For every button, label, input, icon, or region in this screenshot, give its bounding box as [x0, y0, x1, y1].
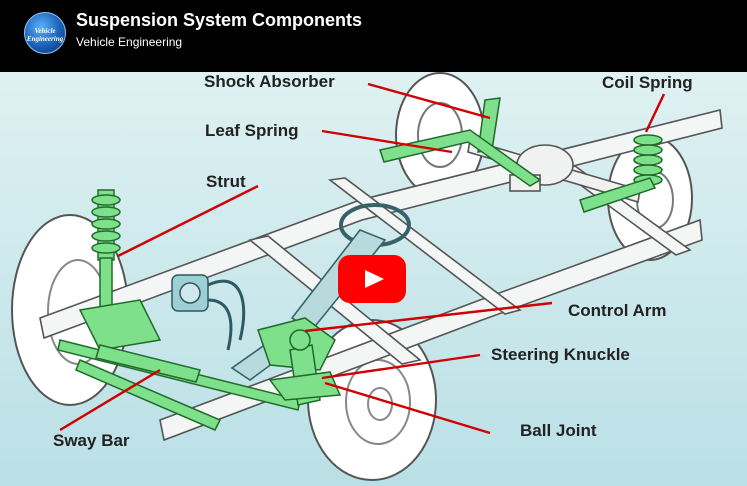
rear-coil-spring [633, 134, 663, 186]
label-control-arm: Control Arm [568, 301, 667, 320]
avatar-text-line1: Vehicle [34, 27, 56, 35]
power-steering-pump [171, 274, 246, 351]
label-steering-knuckle: Steering Knuckle [491, 345, 630, 364]
rear-axle [467, 138, 641, 204]
pointer-lines [59, 82, 666, 435]
label-strut: Strut [206, 172, 246, 191]
front-strut [91, 189, 121, 309]
video-info-bar: Vehicle Engineering Suspension System Co… [0, 0, 747, 72]
play-icon [365, 270, 384, 288]
label-shock-absorber: Shock Absorber [204, 72, 335, 91]
suspension-components [57, 97, 663, 431]
label-leaf-spring: Leaf Spring [205, 121, 299, 140]
avatar-text-line2: Engineering [26, 35, 64, 43]
label-ball-joint: Ball Joint [520, 421, 597, 440]
channel-avatar[interactable]: Vehicle Engineering [24, 12, 66, 54]
play-button[interactable] [338, 255, 406, 303]
video-title[interactable]: Suspension System Components [76, 10, 363, 30]
channel-name[interactable]: Vehicle Engineering [76, 35, 183, 49]
label-coil-spring: Coil Spring [602, 73, 693, 92]
label-sway-bar: Sway Bar [53, 431, 130, 450]
